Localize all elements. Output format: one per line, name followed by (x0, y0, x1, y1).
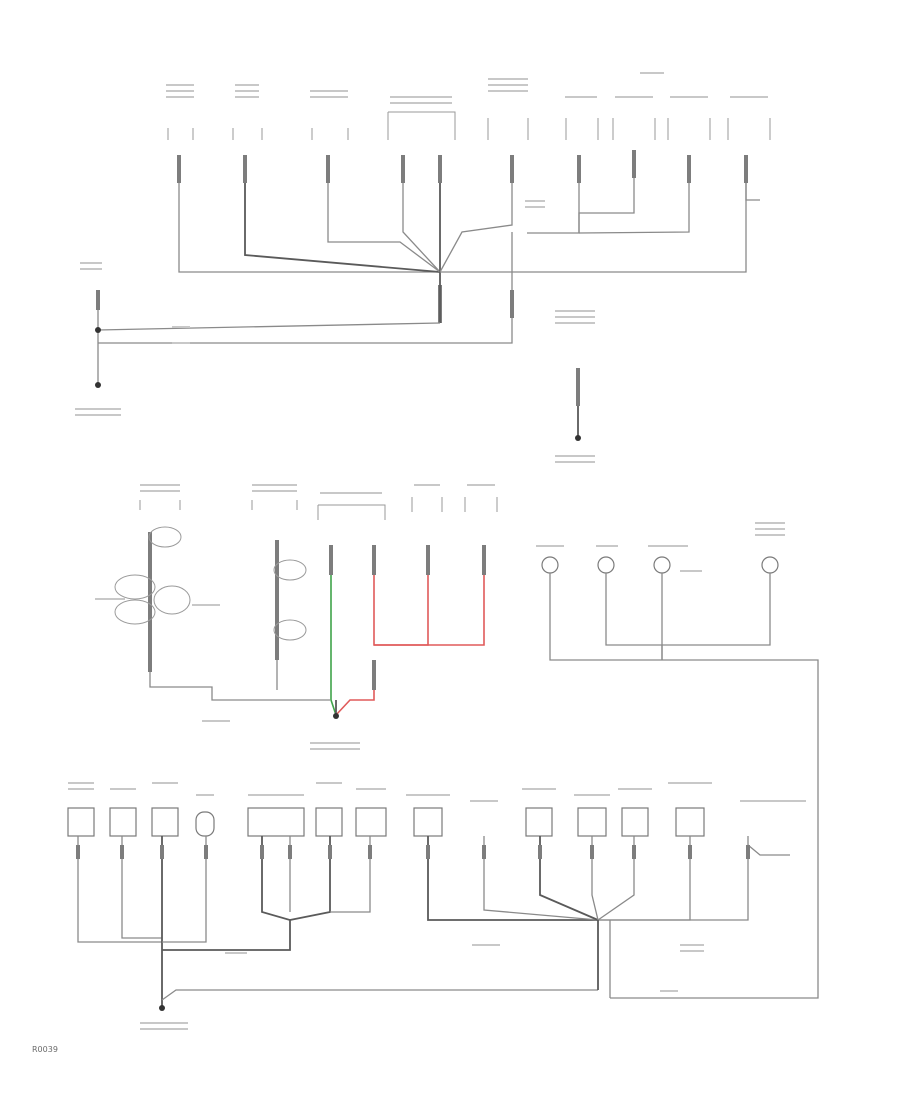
bottom-labels-placeholder (68, 782, 806, 1030)
bottom-left-wires (77, 836, 598, 1011)
bottom-components (67, 807, 705, 837)
bottom-connector-stubs (76, 845, 750, 859)
ground-left-top (95, 290, 101, 388)
bottom-right-wires (427, 836, 790, 998)
diagram-code: R0039 (32, 1045, 58, 1054)
middle-right-bulbs (541, 556, 819, 999)
top-component-brackets (167, 111, 771, 140)
middle-section (95, 484, 819, 999)
top-section (75, 72, 771, 463)
top-wires (97, 178, 760, 385)
middle-left-harness (114, 500, 330, 701)
middle-center-wires (317, 497, 498, 719)
bottom-section (67, 782, 806, 1030)
top-labels-placeholder (75, 72, 768, 463)
middle-labels-placeholder (95, 484, 785, 750)
top-right-subgroup (575, 368, 581, 441)
top-connectors (177, 150, 748, 323)
